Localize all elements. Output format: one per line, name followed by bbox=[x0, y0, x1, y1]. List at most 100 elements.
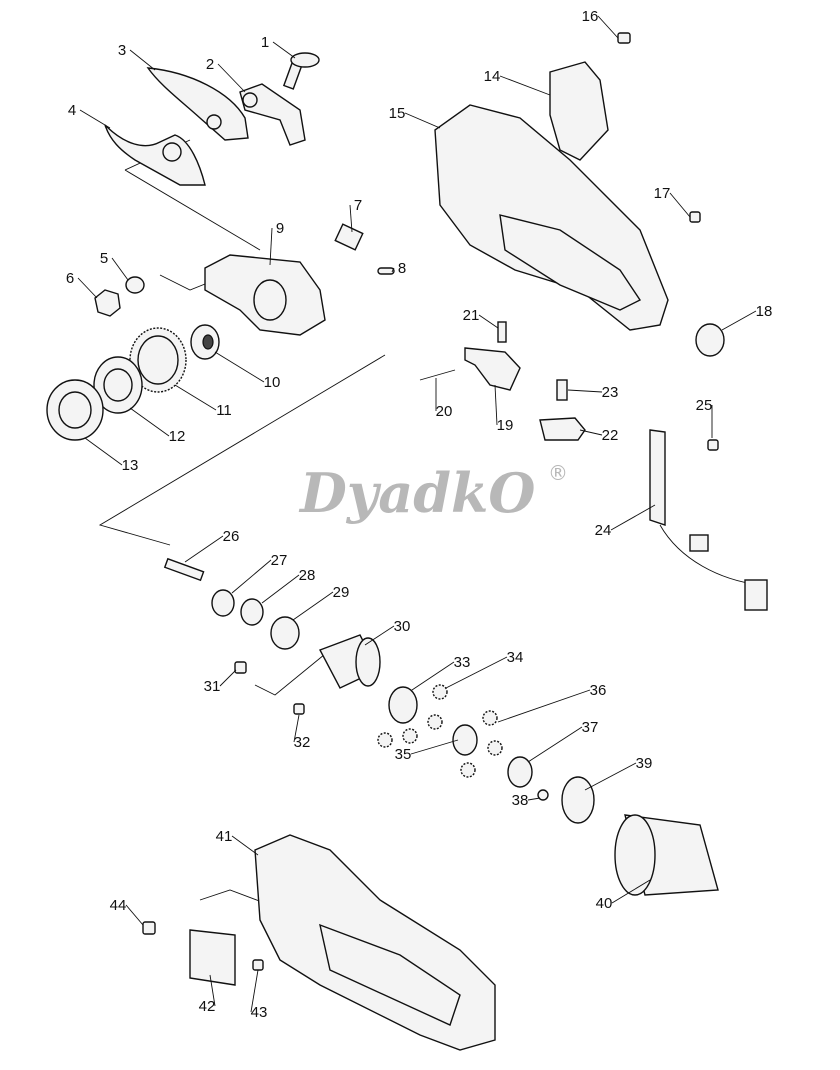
leader-line-8 bbox=[391, 267, 395, 273]
callout-41: 41 bbox=[216, 828, 233, 845]
leader-line-42 bbox=[209, 974, 216, 1007]
part-knob-18 bbox=[695, 323, 725, 357]
leader-line-43 bbox=[250, 969, 259, 1013]
leader-line-12 bbox=[129, 407, 170, 437]
part-ring-gear-30 bbox=[319, 634, 381, 689]
callout-37: 37 bbox=[582, 719, 599, 736]
part-screw-44 bbox=[142, 921, 156, 935]
callout-33: 33 bbox=[454, 654, 471, 671]
part-bearing-27 bbox=[211, 589, 235, 617]
leader-line-34 bbox=[445, 656, 508, 689]
callout-8: 8 bbox=[398, 260, 406, 277]
leader-line-29 bbox=[292, 591, 334, 621]
callout-21: 21 bbox=[463, 307, 480, 324]
part-lock-22 bbox=[539, 417, 586, 441]
callout-25: 25 bbox=[696, 397, 713, 414]
part-gear-11 bbox=[129, 327, 187, 393]
part-washer-13 bbox=[46, 379, 104, 441]
leader-line-37 bbox=[527, 726, 583, 763]
callout-29: 29 bbox=[333, 584, 350, 601]
part-nut-6 bbox=[94, 289, 121, 317]
part-screw-31 bbox=[234, 661, 247, 674]
part-disc-12 bbox=[93, 356, 143, 414]
callout-6: 6 bbox=[66, 270, 74, 287]
callout-17: 17 bbox=[654, 185, 671, 202]
leader-line-6 bbox=[77, 277, 98, 299]
leader-line-36 bbox=[497, 689, 591, 723]
callout-44: 44 bbox=[110, 897, 127, 914]
part-pin-8 bbox=[377, 267, 395, 275]
callout-18: 18 bbox=[756, 303, 773, 320]
callout-38: 38 bbox=[512, 792, 529, 809]
part-bearing-10 bbox=[190, 324, 220, 360]
leader-line-23 bbox=[567, 389, 603, 393]
leader-line-41 bbox=[231, 835, 259, 856]
part-lever-gear-2 bbox=[239, 83, 306, 146]
part-bolt-1 bbox=[282, 52, 320, 90]
leader-line-33 bbox=[411, 661, 455, 691]
leader-line-18 bbox=[721, 310, 757, 331]
leader-line-11 bbox=[174, 384, 217, 411]
callout-19: 19 bbox=[497, 417, 514, 434]
part-motor-40 bbox=[614, 814, 719, 896]
callout-12: 12 bbox=[169, 428, 186, 445]
part-screw-17 bbox=[689, 211, 701, 223]
callout-1: 1 bbox=[261, 34, 269, 51]
watermark-logo: DyadkO bbox=[298, 461, 535, 525]
callout-16: 16 bbox=[582, 8, 599, 25]
part-washer-37 bbox=[507, 756, 533, 788]
leader-line-30 bbox=[364, 625, 395, 646]
part-gear-housing-9 bbox=[204, 254, 326, 336]
callout-43: 43 bbox=[251, 1004, 268, 1021]
part-screw-38 bbox=[537, 789, 549, 801]
part-spring-23 bbox=[556, 379, 568, 401]
leader-line-19 bbox=[494, 384, 498, 426]
leader-line-32 bbox=[293, 714, 300, 743]
watermark-registered-mark: ® bbox=[548, 461, 568, 485]
leader-lines bbox=[77, 15, 757, 1013]
part-washer-5 bbox=[125, 276, 145, 294]
leader-line-9 bbox=[269, 227, 273, 266]
leader-line-22 bbox=[579, 429, 603, 436]
leader-line-2 bbox=[217, 63, 246, 93]
callout-42: 42 bbox=[199, 998, 216, 1015]
part-left-housing-41 bbox=[254, 834, 496, 1051]
callout-34: 34 bbox=[507, 649, 524, 666]
part-right-housing-15 bbox=[434, 104, 669, 331]
leader-line-13 bbox=[84, 437, 123, 466]
part-washer-29 bbox=[270, 616, 300, 650]
leader-line-38 bbox=[527, 797, 541, 801]
part-shaft-26 bbox=[163, 557, 205, 582]
part-planet-gears-36 bbox=[460, 710, 503, 778]
callout-28: 28 bbox=[299, 567, 316, 584]
callout-13: 13 bbox=[122, 457, 139, 474]
part-pin-20 bbox=[419, 369, 456, 381]
callout-40: 40 bbox=[596, 895, 613, 912]
part-screw-32 bbox=[293, 703, 305, 715]
leader-line-31 bbox=[219, 669, 237, 687]
callout-39: 39 bbox=[636, 755, 653, 772]
leader-line-16 bbox=[597, 15, 619, 39]
callout-32: 32 bbox=[294, 734, 311, 751]
callout-14: 14 bbox=[484, 68, 501, 85]
callout-30: 30 bbox=[394, 618, 411, 635]
part-spring-21 bbox=[497, 321, 507, 343]
callout-24: 24 bbox=[595, 522, 612, 539]
callout-4: 4 bbox=[68, 102, 76, 119]
leader-line-27 bbox=[231, 559, 272, 594]
leader-line-10 bbox=[214, 351, 265, 383]
part-screw-25 bbox=[707, 439, 719, 451]
part-screw-16 bbox=[617, 32, 631, 44]
callout-7: 7 bbox=[354, 197, 362, 214]
part-planet-gears-34 bbox=[377, 684, 448, 748]
part-upper-blade-3 bbox=[146, 67, 249, 141]
part-label-plate-42 bbox=[189, 929, 236, 986]
callout-36: 36 bbox=[590, 682, 607, 699]
callout-27: 27 bbox=[271, 552, 288, 569]
callout-11: 11 bbox=[216, 402, 232, 419]
callout-35: 35 bbox=[395, 746, 412, 763]
callout-10: 10 bbox=[264, 374, 281, 391]
part-cover-14 bbox=[549, 61, 609, 161]
part-bearing-28 bbox=[240, 598, 264, 626]
